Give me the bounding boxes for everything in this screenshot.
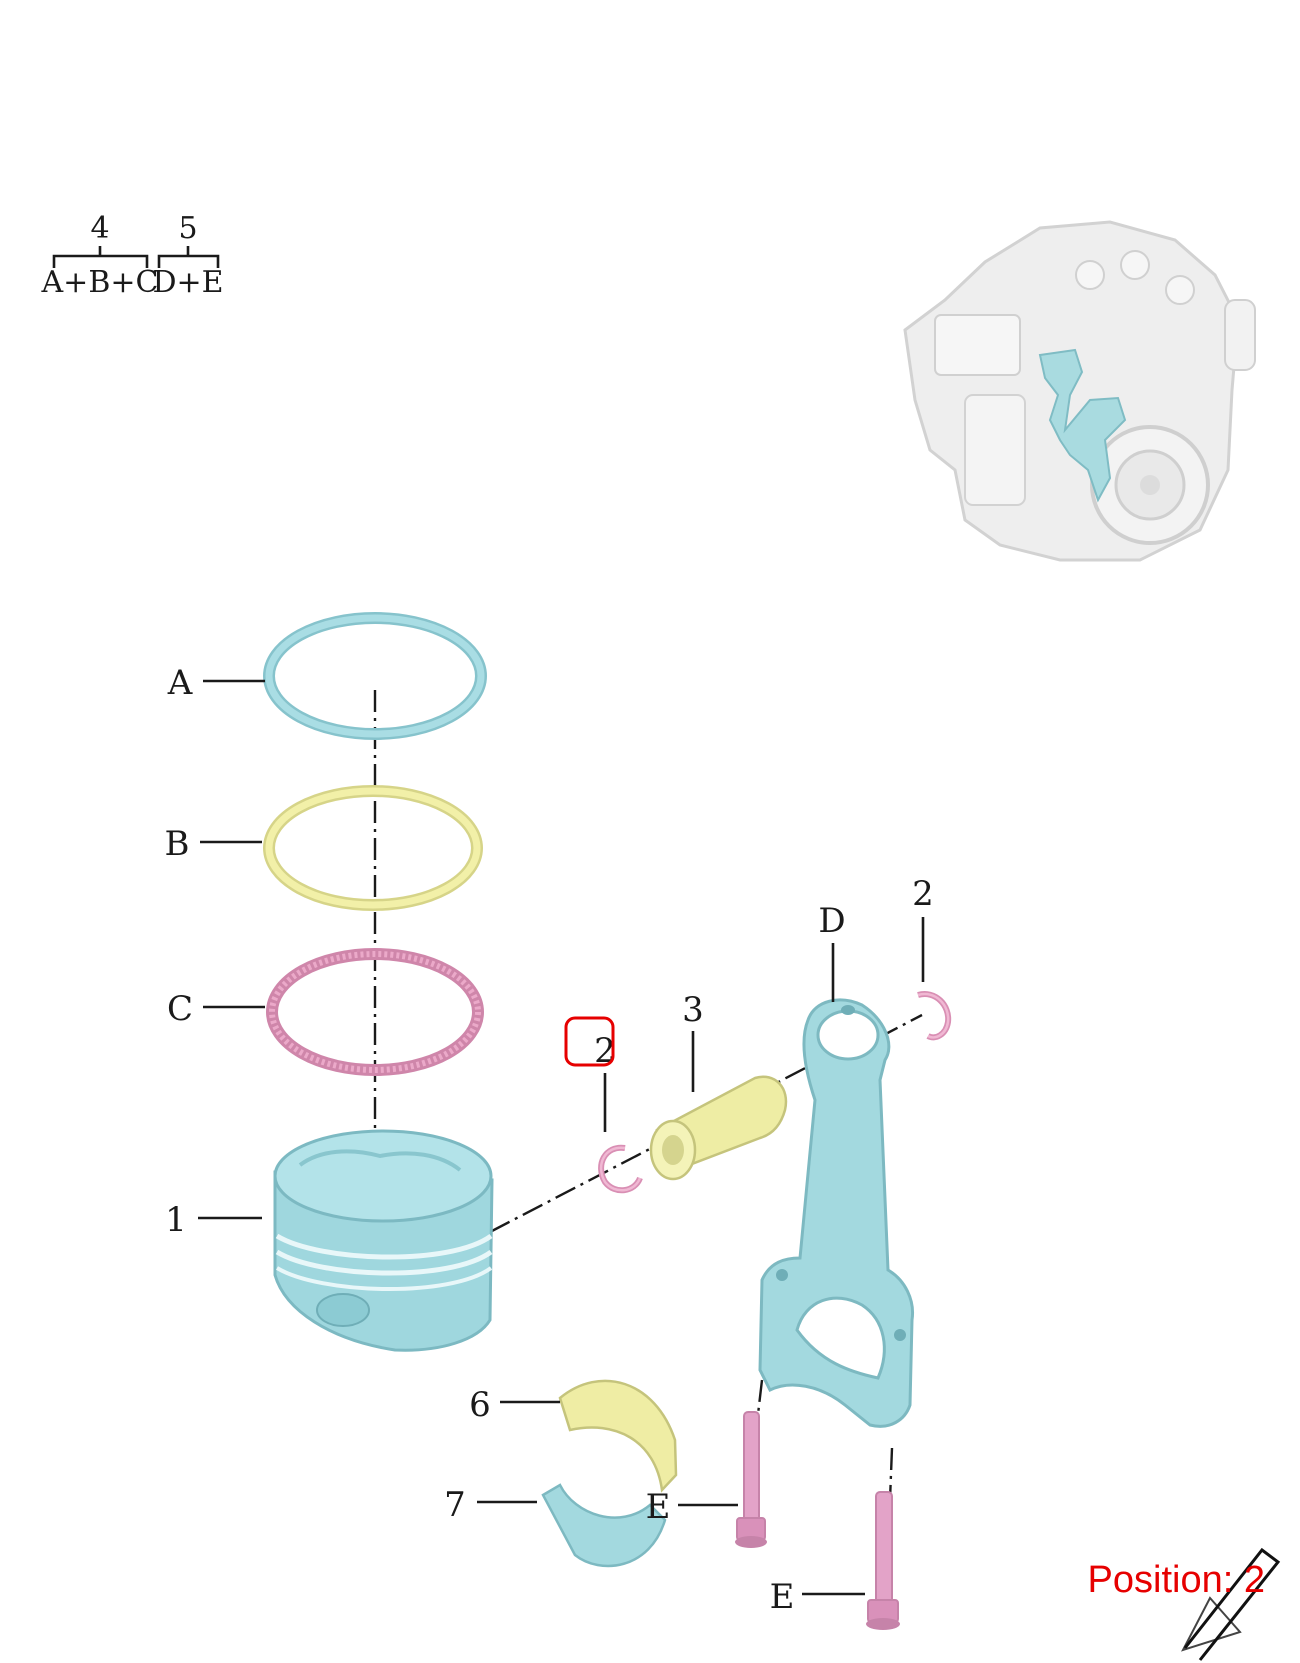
callout-b: B [165,824,190,864]
bearing-shell-upper [558,1379,678,1493]
oil-ring-c [266,948,484,1076]
callout-e-lower: E [770,1577,795,1617]
rod-bolt-lower [866,1491,900,1630]
callout-c: C [167,989,193,1029]
position-label: Position: 2 [1088,1559,1265,1601]
leader-lines [198,679,925,1596]
selected-callout-highlight[interactable] [564,1016,615,1067]
kit-number-4: 4 [90,211,109,246]
kit-contents-4: A+B+C [41,265,159,300]
piston-ring-b [263,785,483,911]
bearing-shell-lower [541,1483,667,1568]
kit-number-5: 5 [178,211,197,246]
callout-3: 3 [682,990,704,1030]
piston-ring-a [263,612,487,740]
callout-2-right: 2 [912,874,934,914]
callout-6: 6 [469,1385,491,1425]
callout-7: 7 [444,1485,466,1525]
piston-pin [649,1075,788,1181]
callout-a: A [167,663,193,703]
piston [273,1129,494,1352]
connecting-rod [758,998,915,1428]
callout-1: 1 [165,1200,187,1240]
kit-contents-5: D+E [152,265,223,300]
circlip-left [598,1144,643,1194]
kit-legend: 4 A+B+C 5 D+E [41,211,224,300]
circlip-right [917,991,952,1041]
callout-d: D [818,901,845,941]
rod-bolt-upper [735,1411,767,1548]
callout-e-upper: E [646,1487,671,1527]
position-arrow-icon [1181,1547,1281,1661]
engine-locator-thumbnail [903,220,1256,562]
